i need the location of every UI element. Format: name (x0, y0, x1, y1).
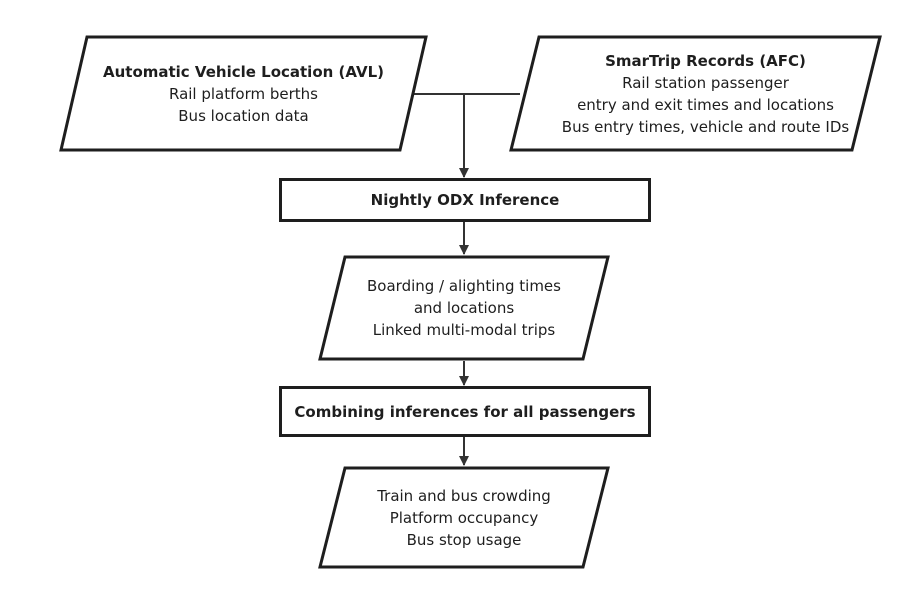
rectangle-shape (279, 178, 651, 222)
avl-title: Automatic Vehicle Location (AVL) (102, 62, 384, 81)
avl-line-2: Bus location data (178, 106, 309, 125)
rectangle-shape (279, 386, 651, 437)
parallelogram-shape (318, 466, 610, 569)
afc-input-node: SmarTrip Records (AFC) Rail station pass… (509, 35, 882, 152)
trips-line-1: Boarding / alighting times (367, 277, 561, 295)
outputs-data-node: Train and bus crowding Platform occupanc… (318, 466, 610, 569)
afc-line-1: Rail station passenger (622, 73, 789, 92)
odx-title: Nightly ODX Inference (370, 191, 560, 209)
outputs-label: Train and bus crowding Platform occupanc… (318, 466, 610, 569)
combine-title: Combining inferences for all passengers (294, 402, 636, 421)
afc-line-3: Bus entry times, vehicle and route IDs (561, 117, 850, 136)
afc-line-2: entry and exit times and locations (577, 95, 834, 114)
trips-line-3: Linked multi-modal trips (372, 321, 556, 339)
avl-label: Automatic Vehicle Location (AVL) Rail pl… (59, 35, 428, 152)
afc-title: SmarTrip Records (AFC) (605, 51, 806, 70)
trips-label: Boarding / alighting times and locations… (318, 255, 610, 361)
trips-line-2: and locations (413, 299, 515, 317)
parallelogram-shape (59, 35, 428, 152)
avl-input-node: Automatic Vehicle Location (AVL) Rail pl… (59, 35, 428, 152)
outputs-line-3: Bus stop usage (406, 530, 522, 549)
avl-line-1: Rail platform berths (168, 84, 318, 103)
parallelogram-shape (509, 35, 882, 152)
afc-label: SmarTrip Records (AFC) Rail station pass… (519, 35, 892, 152)
outputs-line-1: Train and bus crowding (377, 486, 551, 505)
trips-data-node: Boarding / alighting times and locations… (318, 255, 610, 361)
parallelogram-shape (318, 255, 610, 361)
combine-process-node: Combining inferences for all passengers (279, 386, 651, 437)
outputs-line-2: Platform occupancy (389, 508, 539, 527)
odx-process-node: Nightly ODX Inference (279, 178, 651, 222)
